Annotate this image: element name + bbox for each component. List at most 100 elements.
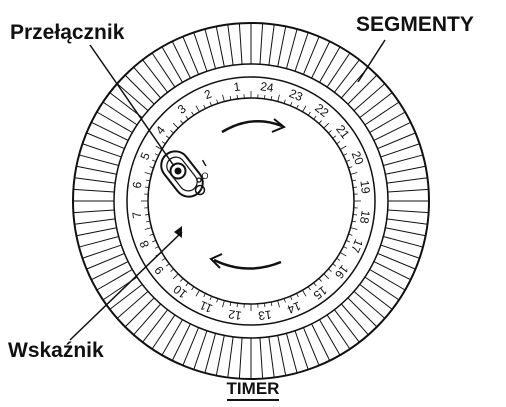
segment-tooth[interactable]: [204, 333, 217, 374]
segment-tooth[interactable]: [347, 297, 378, 328]
segment-tooth[interactable]: [359, 92, 393, 118]
segment-tooth[interactable]: [319, 46, 341, 83]
segment-tooth[interactable]: [238, 337, 243, 379]
segment-tooth[interactable]: [204, 28, 217, 69]
segment-tooth[interactable]: [124, 297, 155, 328]
segment-tooth[interactable]: [277, 335, 287, 376]
segment-tooth[interactable]: [334, 309, 360, 343]
dial-tick: [270, 95, 273, 101]
segment-tooth[interactable]: [73, 209, 115, 214]
segment-tooth[interactable]: [161, 319, 183, 356]
dial-tick: [348, 166, 353, 169]
segment-tooth[interactable]: [78, 235, 119, 248]
segment-tooth[interactable]: [277, 26, 287, 67]
segment-tooth[interactable]: [227, 336, 234, 378]
segment-tooth[interactable]: [259, 23, 264, 65]
segment-tooth[interactable]: [109, 284, 143, 310]
segment-tooth[interactable]: [227, 24, 234, 66]
dial-tick: [277, 300, 280, 308]
segment-tooth[interactable]: [73, 188, 115, 193]
segment-tooth[interactable]: [353, 290, 386, 319]
segment-tooth[interactable]: [171, 323, 191, 361]
segment-tooth[interactable]: [133, 66, 162, 99]
segment-tooth[interactable]: [353, 83, 386, 112]
segment-tooth[interactable]: [215, 335, 225, 376]
switch-knob[interactable]: I O: [156, 146, 209, 203]
hour-number: 11: [197, 298, 214, 316]
dial-tick: [351, 220, 357, 223]
switch-off-marker: [194, 184, 206, 196]
segment-tooth[interactable]: [383, 235, 424, 248]
segment-tooth[interactable]: [387, 188, 429, 193]
segment-tooth[interactable]: [377, 252, 416, 270]
segment-tooth[interactable]: [76, 165, 117, 175]
segment-tooth[interactable]: [385, 165, 426, 175]
segment-tooth[interactable]: [377, 132, 416, 150]
segment-tooth[interactable]: [302, 36, 320, 75]
segment-tooth[interactable]: [74, 177, 116, 184]
segment-tooth[interactable]: [373, 121, 411, 141]
segment-tooth[interactable]: [302, 327, 320, 366]
segment-tooth[interactable]: [347, 74, 378, 105]
segment-tooth[interactable]: [171, 41, 191, 79]
segment-tooth[interactable]: [369, 269, 406, 291]
segment-tooth[interactable]: [340, 303, 369, 336]
segment-tooth[interactable]: [116, 83, 149, 112]
segment-tooth[interactable]: [82, 244, 122, 259]
segment-tooth[interactable]: [326, 314, 351, 350]
segment-tooth[interactable]: [268, 336, 275, 378]
segment-tooth[interactable]: [294, 32, 309, 72]
segment-tooth[interactable]: [285, 333, 298, 374]
segment-tooth[interactable]: [96, 111, 133, 133]
segment-tooth[interactable]: [86, 252, 125, 270]
segment-tooth[interactable]: [334, 59, 360, 93]
dial-tick: [332, 263, 337, 267]
segment-tooth[interactable]: [387, 209, 429, 214]
segment-tooth[interactable]: [151, 52, 176, 88]
segment-tooth[interactable]: [82, 143, 122, 158]
segment-tooth[interactable]: [78, 154, 119, 167]
segment-tooth[interactable]: [364, 276, 400, 301]
segment-tooth[interactable]: [215, 26, 225, 67]
segment-tooth[interactable]: [193, 32, 208, 72]
segment-tooth[interactable]: [311, 323, 331, 361]
dial-tick: [203, 293, 206, 298]
segment-tooth[interactable]: [364, 101, 400, 126]
segment-tooth[interactable]: [193, 330, 208, 370]
segment-tooth[interactable]: [142, 309, 168, 343]
segment-tooth[interactable]: [383, 154, 424, 167]
segment-tooth[interactable]: [161, 46, 183, 83]
segment-tooth[interactable]: [133, 303, 162, 336]
segment-tooth[interactable]: [259, 337, 264, 379]
dial-tick: [209, 296, 212, 301]
segment-tooth[interactable]: [294, 330, 309, 370]
segment-tooth[interactable]: [285, 28, 298, 69]
segment-tooth[interactable]: [380, 143, 420, 158]
segment-tooth[interactable]: [142, 59, 168, 93]
segment-tooth[interactable]: [86, 132, 125, 150]
segment-tooth[interactable]: [326, 52, 351, 88]
segment-tooth[interactable]: [386, 218, 428, 225]
segment-tooth[interactable]: [96, 269, 133, 291]
segment-tooth[interactable]: [182, 36, 200, 75]
segment-tooth[interactable]: [91, 261, 129, 281]
segment-tooth[interactable]: [124, 74, 155, 105]
segment-tooth[interactable]: [151, 314, 176, 350]
segment-tooth[interactable]: [380, 244, 420, 259]
segment-tooth[interactable]: [359, 284, 393, 310]
segment-tooth[interactable]: [386, 177, 428, 184]
segment-tooth[interactable]: [116, 290, 149, 319]
segment-tooth[interactable]: [373, 261, 411, 281]
segment-tooth[interactable]: [91, 121, 129, 141]
segment-tooth[interactable]: [182, 327, 200, 366]
segment-tooth[interactable]: [311, 41, 331, 79]
segment-tooth[interactable]: [319, 319, 341, 356]
segment-tooth[interactable]: [369, 111, 406, 133]
segment-tooth[interactable]: [76, 227, 117, 237]
dial-tick: [343, 246, 348, 249]
segment-tooth[interactable]: [102, 101, 138, 126]
segment-tooth[interactable]: [238, 23, 243, 65]
segment-tooth[interactable]: [268, 24, 275, 66]
segment-tooth[interactable]: [74, 218, 116, 225]
segment-tooth[interactable]: [385, 227, 426, 237]
